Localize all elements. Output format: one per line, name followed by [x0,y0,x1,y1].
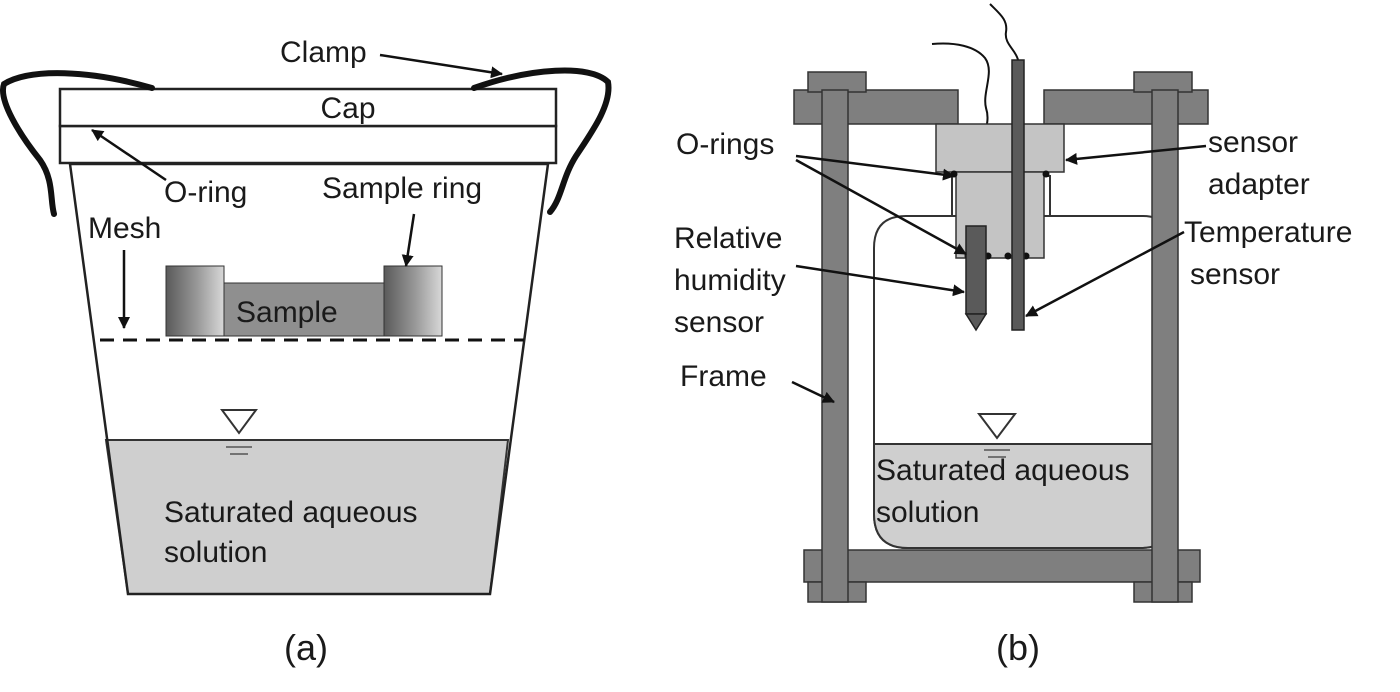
temperature-sensor-rod [1011,59,1025,331]
water-level-symbol-a [220,409,258,435]
label-frame: Frame [680,360,767,393]
label-sample-ring: Sample ring [322,172,482,205]
frame-top-left-plate [793,89,959,125]
label-solution-b-line2: solution [876,496,979,529]
label-sensor-adapter-line1: sensor [1208,126,1298,159]
arrow-clamp [379,53,503,79]
label-sensor-adapter-line2: adapter [1208,168,1310,201]
label-solution-a-line1: Saturated aqueous [164,496,418,529]
o-ring-strip-a [58,124,558,165]
arrow-temperature-sensor [1025,230,1185,318]
label-mesh: Mesh [88,212,161,245]
frame-rod-left [821,89,849,603]
label-rh-line1: Relative [674,222,782,255]
label-temperature-line2: sensor [1190,258,1280,291]
arrow-sample-ring [401,213,416,267]
arrow-o-ring [91,128,167,182]
water-level-symbol-b [977,413,1017,440]
caption-b: (b) [996,627,1040,668]
label-rh-line2: humidity [674,264,786,297]
label-solution-a-line2: solution [164,536,267,569]
sample-ring-left [165,265,225,337]
label-o-ring: O-ring [164,176,247,209]
label-clamp: Clamp [280,36,367,69]
label-temperature-line1: Temperature [1184,216,1352,249]
arrow-sensor-adapter [1065,144,1207,165]
frame-top-right-plate [1043,89,1209,125]
o-ring-dot [1042,170,1050,178]
frame-rod-right [1151,89,1179,603]
o-ring-dot [1004,252,1012,260]
clamp-left [0,70,155,217]
label-sample: Sample [236,296,338,329]
temp-sensor-wire [989,3,1019,61]
arrow-frame [791,380,835,404]
arrow-o-rings-bottom [795,158,967,256]
label-cap: Cap [320,92,375,125]
label-rh-line3: sensor [674,306,764,339]
cap-a [58,87,558,128]
caption-a: (a) [284,627,328,668]
frame-nut-top-left [807,71,867,93]
frame-bottom-bar [803,549,1201,583]
sample-body [223,282,385,337]
rh-sensor-tip [964,313,988,332]
clamp-right [471,67,612,215]
panel-a: Clamp Cap O-ring Sample ring Mesh Sample… [0,36,612,668]
label-o-rings: O-rings [676,128,774,161]
sensor-adapter-top [935,123,1065,173]
arrow-o-rings-top [795,154,955,181]
panel-b: O-rings sensor adapter Relative humidity… [674,3,1352,668]
rh-sensor-body [965,225,987,315]
label-solution-b-line1: Saturated aqueous [876,454,1130,487]
frame-nut-top-right [1133,71,1193,93]
sample-ring-right [383,265,443,337]
arrow-rh-sensor [795,264,965,297]
